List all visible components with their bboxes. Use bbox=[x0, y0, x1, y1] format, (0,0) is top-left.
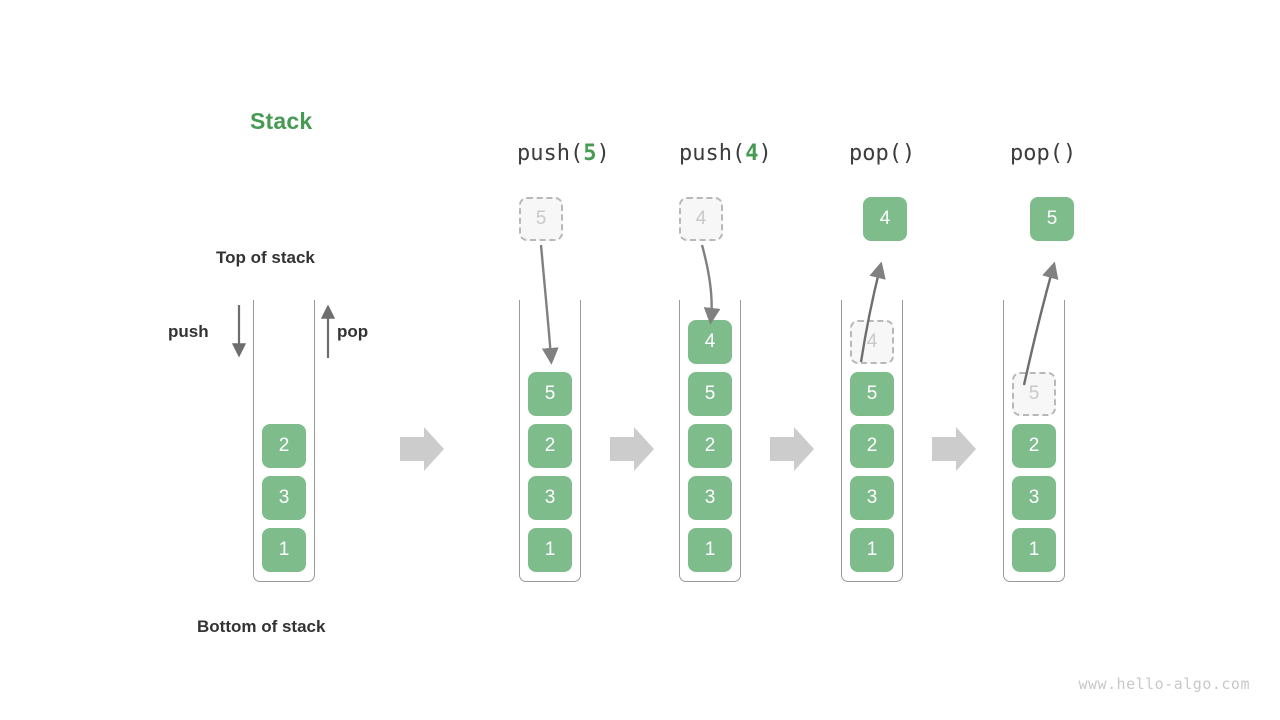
stack-frame bbox=[519, 300, 581, 582]
stack-cell: 1 bbox=[262, 528, 306, 572]
stack-cell: 3 bbox=[262, 476, 306, 520]
stack-frame bbox=[253, 300, 315, 582]
label-pop: pop bbox=[337, 322, 369, 341]
stack-cell: 5 bbox=[850, 372, 894, 416]
flow-arrow-icon-3 bbox=[770, 427, 814, 471]
page-title: Stack bbox=[250, 108, 313, 134]
op-label-pop-1: pop() bbox=[849, 141, 916, 166]
stack-cell: 1 bbox=[528, 528, 572, 572]
stack-cell: 3 bbox=[1012, 476, 1056, 520]
flow-arrow-icon-4 bbox=[932, 427, 976, 471]
stack-items-push-5: 1 3 2 5 bbox=[524, 368, 576, 576]
stack-cell: 2 bbox=[850, 424, 894, 468]
stack-frame bbox=[679, 300, 741, 582]
stack-frame bbox=[1003, 300, 1065, 582]
floating-cell-pop-4: 4 bbox=[863, 197, 907, 241]
stack-container-push-4: 1 3 2 5 4 bbox=[679, 300, 741, 582]
op-label-pop-2: pop() bbox=[1010, 141, 1077, 166]
watermark: www.hello-algo.com bbox=[1078, 675, 1250, 693]
stack-container-push-5: 1 3 2 5 bbox=[519, 300, 581, 582]
floating-cell-push-5: 5 bbox=[519, 197, 563, 241]
stack-container-pop-4: 1 3 2 5 4 bbox=[841, 300, 903, 582]
stack-items-pop-5: 1 3 2 5 bbox=[1008, 368, 1060, 576]
stack-cell: 2 bbox=[528, 424, 572, 468]
stack-cell: 2 bbox=[262, 424, 306, 468]
stack-container-initial: 1 3 2 bbox=[253, 300, 315, 582]
stack-cell: 3 bbox=[850, 476, 894, 520]
label-bottom-of-stack: Bottom of stack bbox=[197, 617, 326, 636]
stack-frame bbox=[841, 300, 903, 582]
op-label-push-4: push(4) bbox=[679, 141, 772, 166]
stack-cell-ghost: 4 bbox=[850, 320, 894, 364]
stack-cell: 2 bbox=[1012, 424, 1056, 468]
op-label-push-5: push(5) bbox=[517, 141, 610, 166]
label-push: push bbox=[168, 322, 209, 341]
stack-cell: 3 bbox=[688, 476, 732, 520]
label-top-of-stack: Top of stack bbox=[216, 248, 315, 267]
floating-cell-push-4: 4 bbox=[679, 197, 723, 241]
stack-items-pop-4: 1 3 2 5 4 bbox=[846, 316, 898, 576]
stack-cell: 5 bbox=[688, 372, 732, 416]
stack-cell: 4 bbox=[688, 320, 732, 364]
floating-cell-pop-5: 5 bbox=[1030, 197, 1074, 241]
stack-cell: 3 bbox=[528, 476, 572, 520]
stack-cell: 2 bbox=[688, 424, 732, 468]
stack-cell-ghost: 5 bbox=[1012, 372, 1056, 416]
stack-cell: 1 bbox=[1012, 528, 1056, 572]
stack-items-push-4: 1 3 2 5 4 bbox=[684, 316, 736, 576]
flow-arrow-icon-1 bbox=[400, 427, 444, 471]
flow-arrow-icon-2 bbox=[610, 427, 654, 471]
stack-cell: 1 bbox=[850, 528, 894, 572]
stack-cell: 1 bbox=[688, 528, 732, 572]
stack-cell: 5 bbox=[528, 372, 572, 416]
stack-container-pop-5: 1 3 2 5 bbox=[1003, 300, 1065, 582]
stack-items-initial: 1 3 2 bbox=[258, 420, 310, 576]
